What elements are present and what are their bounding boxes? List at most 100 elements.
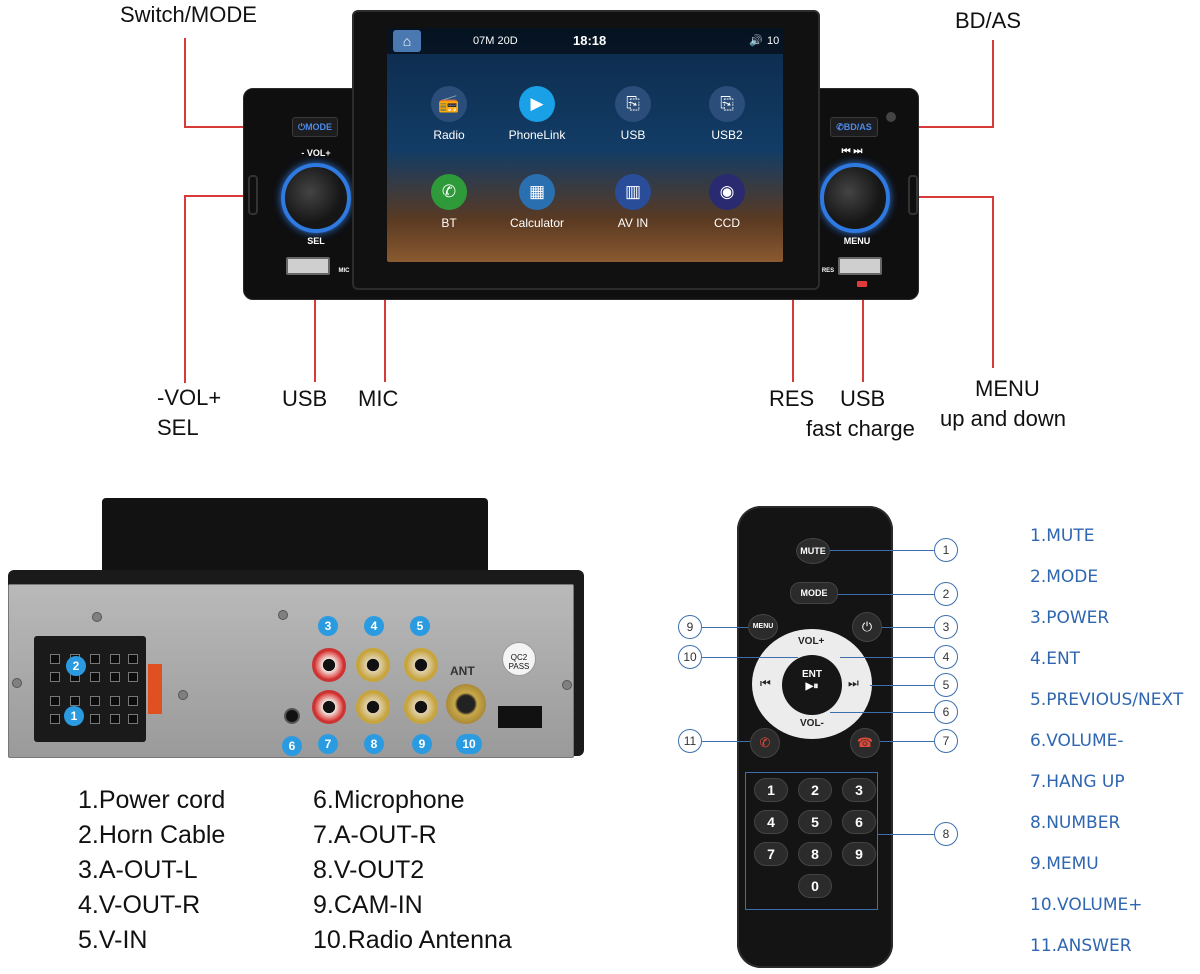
app-tile[interactable]: ◉CCD xyxy=(681,174,773,230)
connector-pin xyxy=(110,654,120,664)
usb-icon: ⎘ xyxy=(615,86,651,122)
res-label: RES xyxy=(769,386,815,411)
callout-line xyxy=(838,594,934,595)
rca-cam-in xyxy=(404,690,438,724)
app-tile[interactable]: ▶ PhoneLink xyxy=(491,86,583,142)
number-key[interactable]: 2 xyxy=(798,778,832,802)
ent-button[interactable]: ENT ▶⏸ xyxy=(782,655,842,715)
rear-legend-item: 3.A-OUT-L xyxy=(78,856,198,884)
connector-pin xyxy=(110,696,120,706)
bd-as-label: BD/AS xyxy=(955,8,1022,33)
app-label: PhoneLink xyxy=(508,128,566,142)
ent-label: ENT xyxy=(802,669,822,680)
app-tile[interactable]: ▦Calculator xyxy=(491,174,583,230)
app-tile[interactable]: ▥ AV IN xyxy=(587,174,679,230)
menu-knob[interactable] xyxy=(820,163,890,233)
screw xyxy=(278,610,288,620)
power-icon[interactable]: ⏻ xyxy=(852,612,882,642)
remote-callout: 4 xyxy=(934,645,958,669)
number-key[interactable]: 7 xyxy=(754,842,788,866)
next-icon[interactable]: ⏭ xyxy=(848,676,859,690)
badge-3: 3 xyxy=(318,616,338,636)
app-tile[interactable]: 📻Radio xyxy=(403,86,495,142)
screw xyxy=(178,690,188,700)
usb-port-front[interactable] xyxy=(286,257,330,275)
status-bar: ⌂ 07M 20D 18:18 🔊 10 xyxy=(387,28,783,54)
leader-line xyxy=(880,126,993,128)
volume-level: 10 xyxy=(767,35,780,47)
phonelink-icon: ▶ xyxy=(519,86,555,122)
vol-plus-button[interactable]: VOL+ xyxy=(798,636,825,647)
app-label: Radio xyxy=(433,128,465,142)
home-icon[interactable]: ⌂ xyxy=(393,30,421,52)
connector-pin xyxy=(50,654,60,664)
remote-callout: 1 xyxy=(934,538,958,562)
app-label: AV IN xyxy=(617,216,649,230)
left-vent xyxy=(248,175,258,215)
number-key[interactable]: 5 xyxy=(798,810,832,834)
prev-icon[interactable]: ⏮ xyxy=(760,676,771,690)
usb-fast-charge-port[interactable] xyxy=(838,257,882,275)
usb2-icon: ⎘ xyxy=(709,86,745,122)
sel-panel-label: SEL xyxy=(307,236,325,246)
sel-label: SEL xyxy=(157,415,199,440)
rear-legend-item: 2.Horn Cable xyxy=(78,821,226,849)
rear-legend-item: 8.V-OUT2 xyxy=(313,856,425,884)
usb-fast-charge-label: USB xyxy=(840,386,886,411)
mode-button-remote[interactable]: MODE xyxy=(790,582,838,604)
qc-pass-sticker: QC2 PASS xyxy=(502,642,536,676)
leader-line xyxy=(992,196,994,368)
number-pad-frame xyxy=(745,772,878,910)
number-key[interactable]: 1 xyxy=(754,778,788,802)
rear-chassis-top xyxy=(102,498,488,584)
app-tile[interactable]: ✆BT xyxy=(403,174,495,230)
number-key[interactable]: 9 xyxy=(842,842,876,866)
remote-callout: 3 xyxy=(934,615,958,639)
callout-line xyxy=(840,657,934,658)
av-in-icon: ▥ xyxy=(615,174,651,210)
remote-legend-item: 8.NUMBER xyxy=(1030,813,1121,833)
mode-button[interactable]: ⏻MODE xyxy=(292,117,338,137)
rear-legend-item: 9.CAM-IN xyxy=(313,891,423,919)
volume-knob[interactable] xyxy=(281,163,351,233)
right-vent xyxy=(908,175,918,215)
app-tile[interactable]: ⎘USB xyxy=(587,86,679,142)
mute-button[interactable]: MUTE xyxy=(796,538,830,564)
remote-callout: 6 xyxy=(934,700,958,724)
callout-line xyxy=(702,741,750,742)
usb-label: USB xyxy=(282,386,328,411)
bd-as-button-label: BD/AS xyxy=(843,122,872,132)
number-key[interactable]: 4 xyxy=(754,810,788,834)
vol-minus-button[interactable]: VOL- xyxy=(800,718,824,729)
charge-indicator xyxy=(857,281,867,287)
menu-button-remote[interactable]: MENU xyxy=(748,614,778,640)
mode-button-label: MODE xyxy=(305,122,333,132)
bd-as-button[interactable]: ✆BD/AS xyxy=(830,117,878,137)
number-key[interactable]: 6 xyxy=(842,810,876,834)
rear-legend-item: 4.V-OUT-R xyxy=(78,891,201,919)
connector-pin xyxy=(50,672,60,682)
rear-legend-item: 5.V-IN xyxy=(78,926,148,954)
leader-line xyxy=(314,276,316,382)
connector-pin xyxy=(50,696,60,706)
badge-4: 4 xyxy=(364,616,384,636)
answer-icon[interactable]: ✆ xyxy=(750,728,780,758)
leader-line xyxy=(184,38,186,128)
prev-next-icon[interactable]: ⏮ ⏭ xyxy=(841,146,863,157)
screw xyxy=(562,680,572,690)
remote-callout: 11 xyxy=(678,729,702,753)
number-key[interactable]: 8 xyxy=(798,842,832,866)
app-tile[interactable]: ⎘USB2 xyxy=(681,86,773,142)
callout-line xyxy=(870,685,934,686)
number-key[interactable]: 0 xyxy=(798,874,832,898)
res-panel-label: RES xyxy=(821,268,835,274)
number-key[interactable]: 3 xyxy=(842,778,876,802)
rear-legend-item: 10.Radio Antenna xyxy=(313,926,512,954)
remote-callout: 10 xyxy=(678,645,702,669)
remote-legend-item: 7.HANG UP xyxy=(1030,772,1125,792)
remote-callout: 5 xyxy=(934,673,958,697)
badge-5: 5 xyxy=(410,616,430,636)
badge-2: 2 xyxy=(66,656,86,676)
display-screen: ⌂ 07M 20D 18:18 🔊 10 📻Radio ▶ PhoneLink ⎘US… xyxy=(387,28,783,262)
hangup-icon[interactable]: ☎ xyxy=(850,728,880,758)
